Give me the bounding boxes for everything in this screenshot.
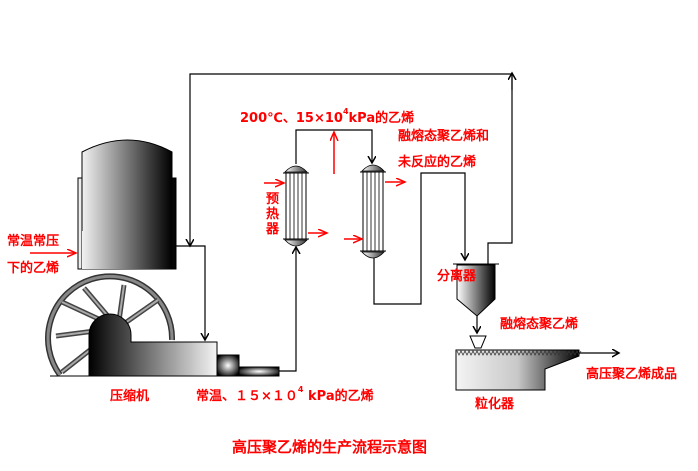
tank-to-compressor-line xyxy=(176,245,205,340)
preheater xyxy=(283,165,309,247)
preheater-to-reactor-line xyxy=(295,129,372,164)
label-reactor-out-line2: 未反应的乙烯 xyxy=(398,155,477,170)
compressor xyxy=(50,313,280,377)
reactor xyxy=(360,164,386,259)
label-compressed-ethylene: 常温、１５×１０4 kPa的乙烯 xyxy=(196,386,374,404)
pelletizer xyxy=(455,335,582,391)
label-reactor-out-line1: 融熔态聚乙烯和 xyxy=(398,129,490,144)
label-compressed-suffix: kPa的乙烯 xyxy=(303,389,374,404)
label-heated-prefix: 200℃、15×10 xyxy=(240,111,343,126)
label-compressed-prefix: 常温、１５×１０ xyxy=(196,389,298,404)
compressor-to-preheater-line xyxy=(279,247,296,372)
label-heated-suffix: kPa的乙烯 xyxy=(348,111,415,126)
label-feed-line1: 常温常压 xyxy=(7,234,60,249)
diagram-title: 高压聚乙烯的生产流程示意图 xyxy=(232,438,428,456)
recycle-line xyxy=(190,73,513,265)
label-compressed-exp: 4 xyxy=(297,385,304,394)
reactor-to-separator-line xyxy=(373,172,465,305)
separator xyxy=(453,263,499,317)
label-heated-ethylene: 200℃、15×104kPa的乙烯 xyxy=(240,108,415,126)
label-product: 高压聚乙烯成品 xyxy=(586,367,678,382)
label-preheater: 预热器 xyxy=(266,192,280,237)
label-pelletizer: 粒化器 xyxy=(475,397,515,412)
label-feed-line2: 下的乙烯 xyxy=(7,261,60,276)
label-compressor: 压缩机 xyxy=(110,389,150,404)
red-arrows xyxy=(30,132,405,253)
storage-tank xyxy=(77,139,177,270)
label-melt: 融熔态聚乙烯 xyxy=(500,317,579,332)
flow-lines xyxy=(176,73,619,372)
label-separator: 分离器 xyxy=(437,269,477,284)
label-heated-exp: 4 xyxy=(342,107,349,116)
